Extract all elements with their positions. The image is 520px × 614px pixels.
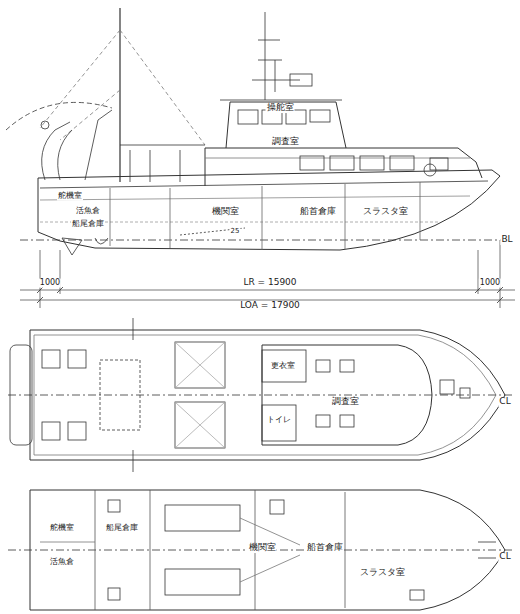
part-label: 活魚倉 xyxy=(75,207,101,216)
part-label: 船首倉庫 xyxy=(299,207,337,217)
part-label: 活魚倉 xyxy=(49,558,75,567)
part-label: CL xyxy=(498,552,511,562)
part-label: 船尾倉庫 xyxy=(105,524,139,533)
part-label: 更衣室 xyxy=(270,362,296,371)
part-label: 機関室 xyxy=(211,207,240,217)
part-label: トイレ xyxy=(266,416,292,425)
part-label: 船尾倉庫 xyxy=(71,220,105,229)
part-label: スラスタ室 xyxy=(362,207,409,217)
part-label: 船首倉庫 xyxy=(306,543,344,553)
profile-view xyxy=(6,8,515,308)
part-label: CL xyxy=(498,397,511,407)
part-label: LOA = 17900 xyxy=(239,301,301,311)
part-label: LR = 15900 xyxy=(242,278,297,288)
part-label: 1000 xyxy=(39,279,61,288)
part-label: スラスタ室 xyxy=(359,568,406,578)
part-label: BL xyxy=(500,235,513,245)
part-label: 機関室 xyxy=(248,543,277,553)
hold-plan-view xyxy=(8,490,512,610)
part-label: 25 xyxy=(230,228,241,236)
part-label: 操舵室 xyxy=(266,103,295,113)
part-label: 調査室 xyxy=(271,137,300,147)
part-label: 舵機室 xyxy=(57,192,83,201)
part-label: 舵機室 xyxy=(49,524,75,533)
part-label: 調査室 xyxy=(331,397,360,407)
part-label: 1000 xyxy=(479,279,501,288)
deck-plan-view xyxy=(8,318,512,472)
